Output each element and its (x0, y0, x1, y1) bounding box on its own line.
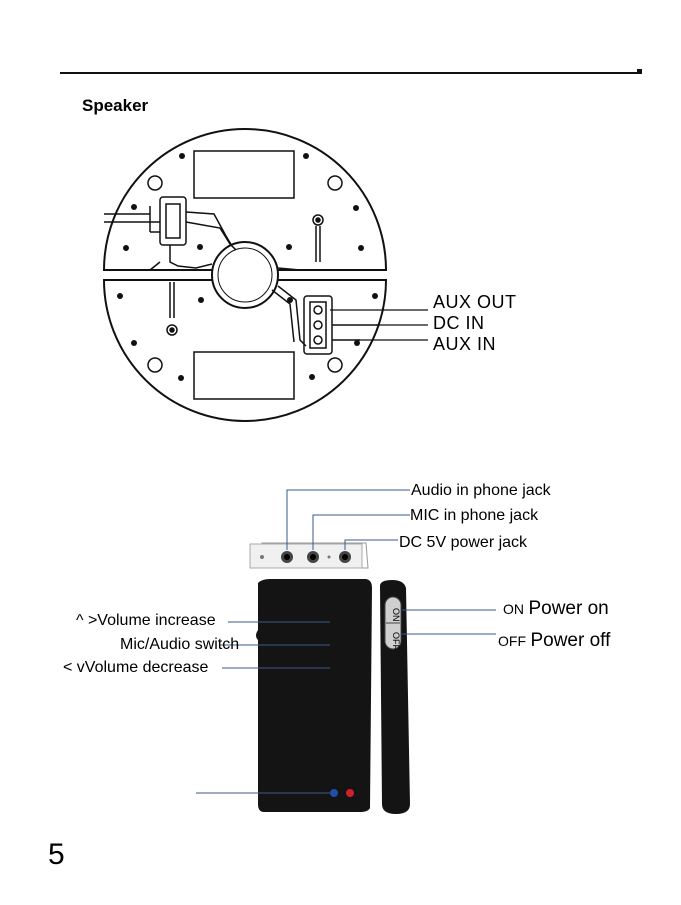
volume-increase-text: Volume increase (97, 612, 215, 629)
foot (148, 358, 162, 372)
mic-in-label: MIC in phone jack (410, 507, 538, 525)
aux-out-label: AUX OUT (433, 292, 517, 313)
foot (148, 176, 162, 190)
volume-increase-icon: ^ > (76, 612, 97, 629)
aux-in-label: AUX IN (433, 334, 496, 355)
power-off-text: Power off (530, 630, 610, 651)
indicator-blue (330, 789, 338, 797)
switch-off-mark: OFF (391, 632, 401, 650)
foot (328, 176, 342, 190)
volume-decrease-text: Volume decrease (85, 659, 209, 676)
center-ring-inner (218, 248, 272, 302)
indicator-red (346, 789, 354, 797)
dc-in-label: DC IN (433, 313, 485, 334)
volume-decrease-icon: < v (63, 659, 85, 676)
volume-decrease-label: < vVolume decrease (63, 659, 208, 677)
volume-increase-label: ^ >Volume increase (76, 612, 216, 630)
power-on-label: ON Power on (503, 598, 609, 620)
switch-on-mark: ON (391, 608, 401, 622)
audio-in-label: Audio in phone jack (411, 482, 551, 500)
page-number: 5 (48, 838, 65, 872)
dc-power-label: DC 5V power jack (399, 534, 527, 552)
mic-audio-switch-label: Mic/Audio switch (120, 636, 239, 654)
remote-body (256, 579, 372, 812)
foot (328, 358, 342, 372)
off-word: OFF (498, 633, 526, 649)
on-word: ON (503, 601, 524, 617)
power-off-label: OFF Power off (498, 630, 610, 652)
power-on-text: Power on (528, 598, 608, 619)
audio-in-leader (287, 490, 410, 550)
